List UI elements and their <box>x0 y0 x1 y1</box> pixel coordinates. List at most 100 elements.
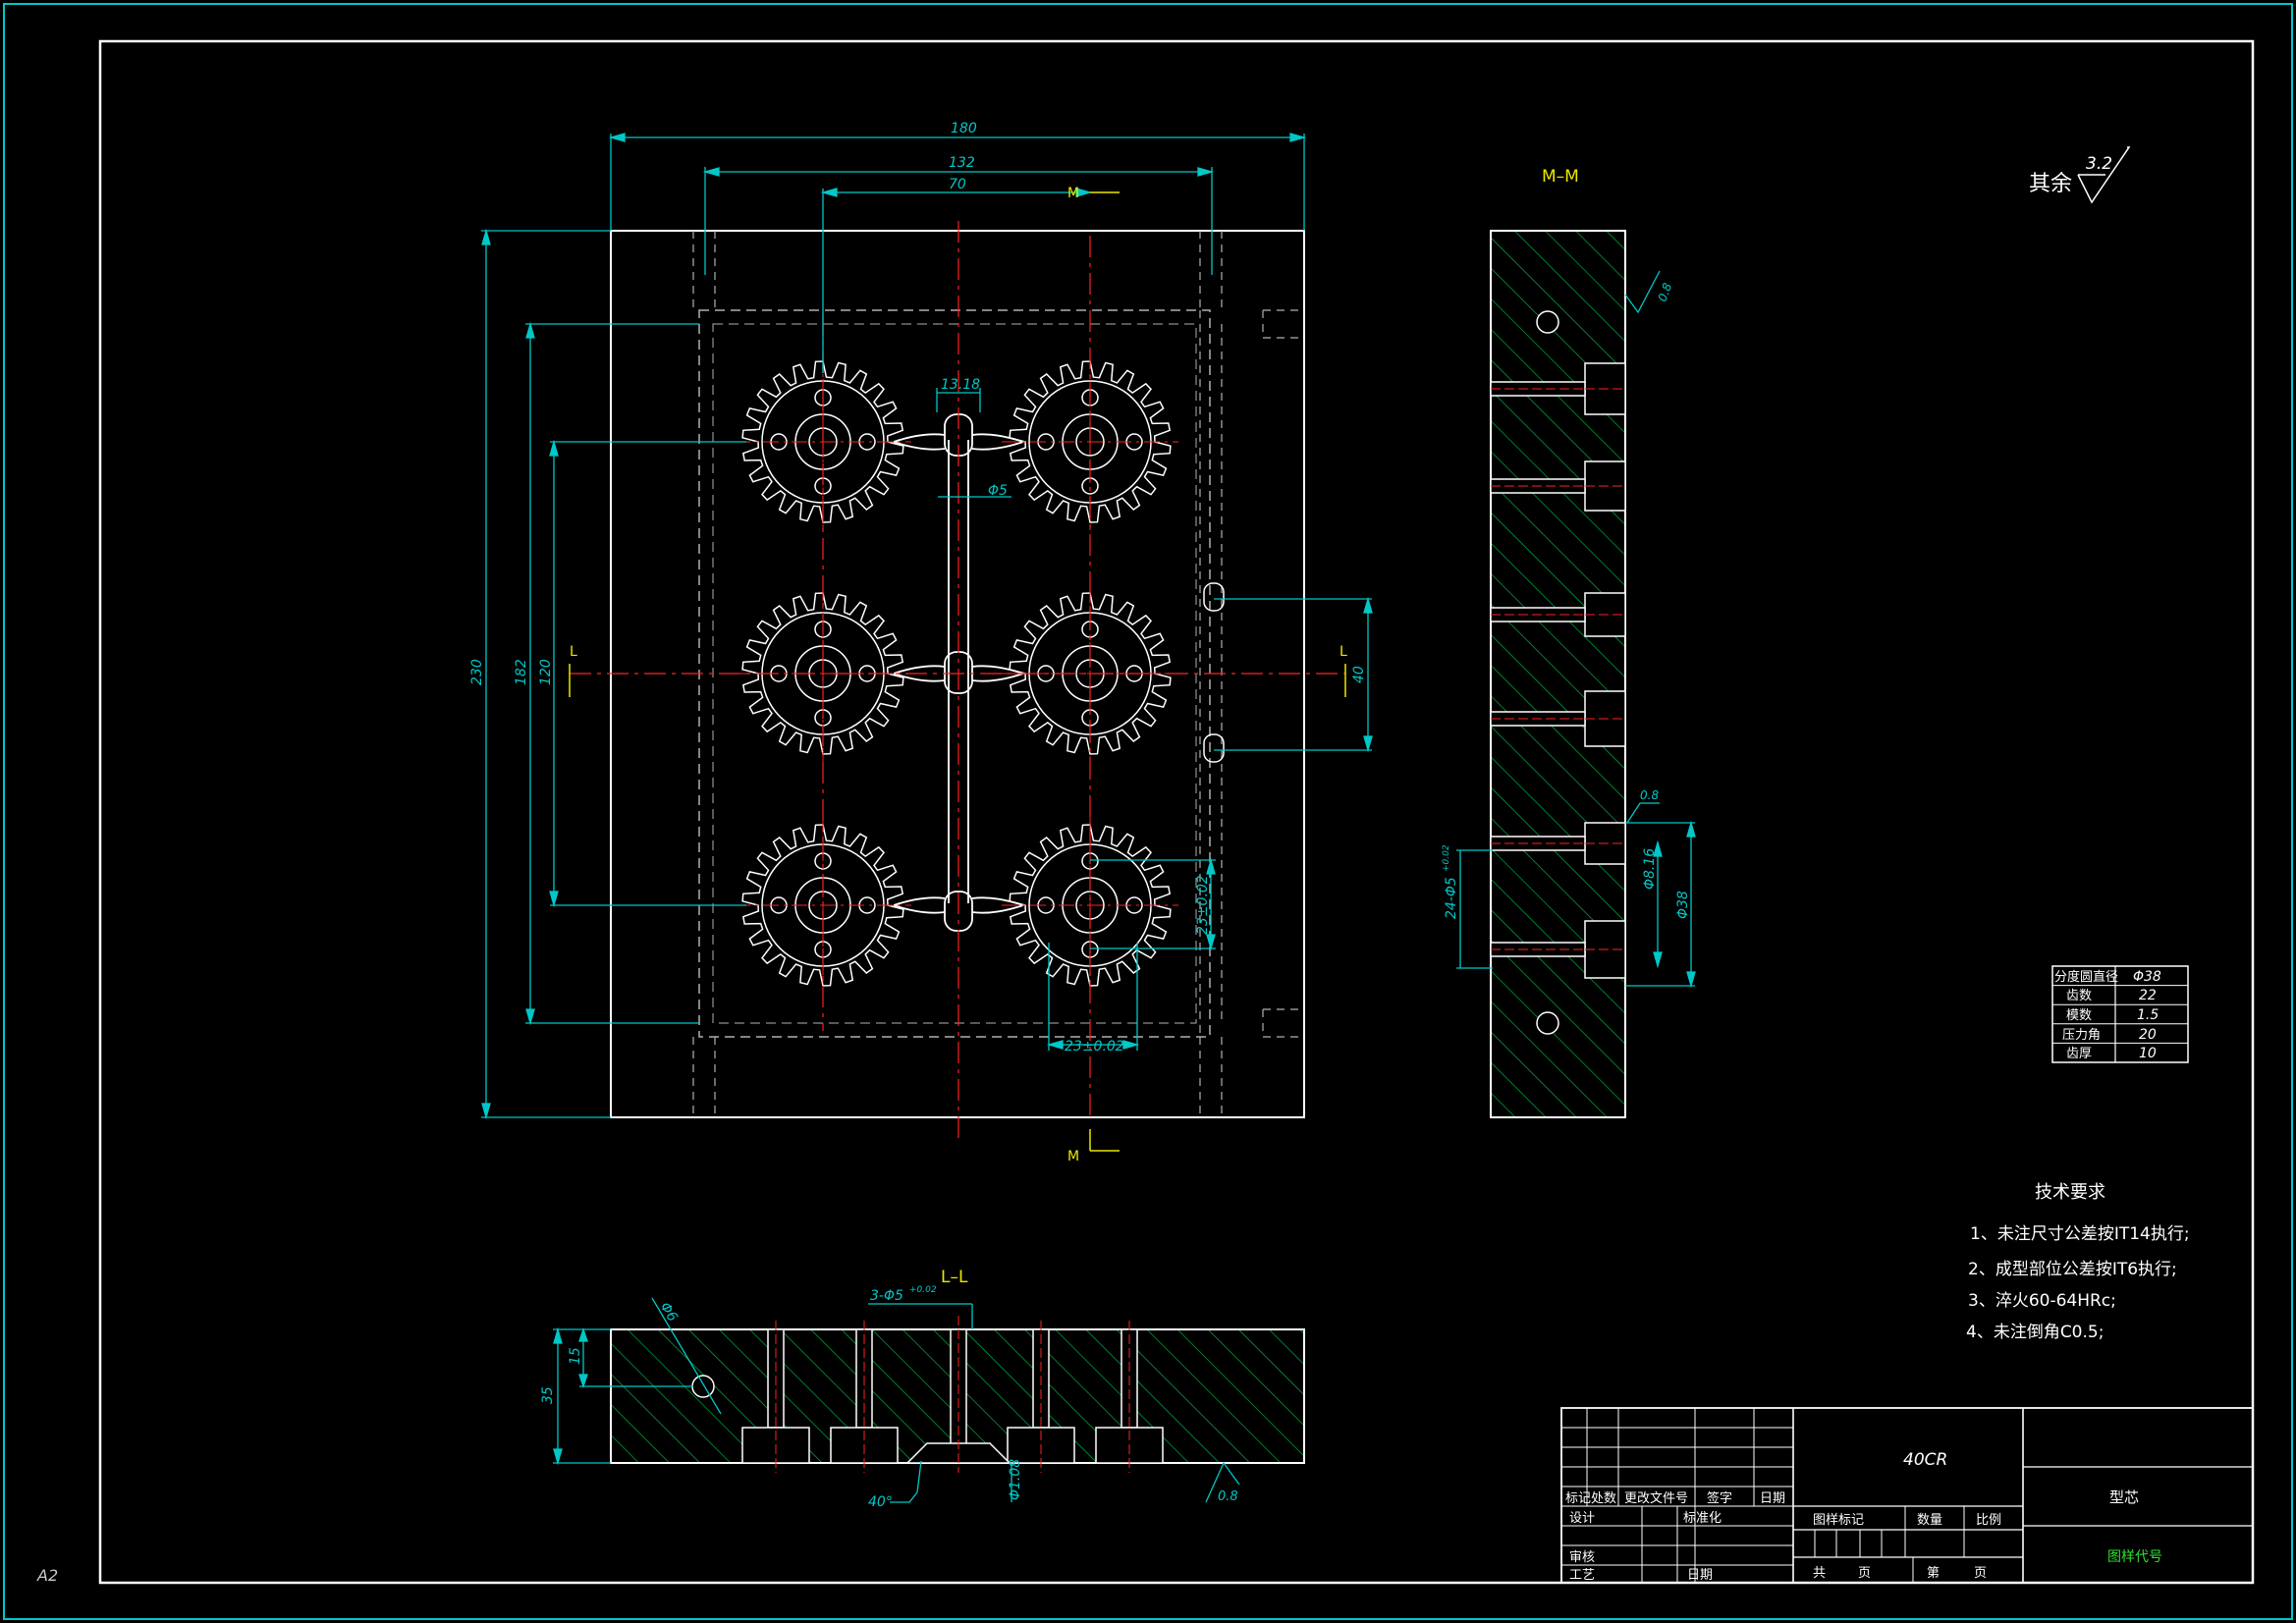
section-ll-title: L–L <box>941 1268 968 1287</box>
ll-slot-3 <box>1007 1321 1075 1473</box>
sheet-frame <box>3 3 2293 1620</box>
section-m-bottom: M <box>1067 1149 1079 1164</box>
sheet-size-label: A2 <box>36 1566 58 1585</box>
main-dimensions <box>481 133 1373 1120</box>
title-block-texts: 标记 处数 更改文件号 签字 日期 设计 标准化 审核 工艺 日期 图样标记 数… <box>1565 1490 2001 1583</box>
tech-req-title: 技术要求 <box>2035 1182 2105 1203</box>
tb-sheet-no: 第 <box>1927 1566 1940 1581</box>
tb-sample-mark: 图样标记 <box>1813 1513 1864 1528</box>
surface-finish-value: 3.2 <box>2086 154 2112 174</box>
dim-width-inner: 70 <box>949 177 966 192</box>
gear-row-label-2: 模数 <box>2066 1008 2092 1023</box>
mm-holes-tol: +0.02 <box>1442 844 1451 872</box>
dim-runner-dia: Φ5 <box>988 483 1008 499</box>
tech-req-item-0: 1、未注尺寸公差按IT14执行; <box>1970 1224 2190 1244</box>
section-marks: M M L L <box>569 186 1347 1164</box>
tb-date2: 日期 <box>1687 1568 1713 1583</box>
dim-width-total: 180 <box>951 121 977 136</box>
ll-dimension-texts: 35 15 Φ6 3-Φ5 +0.02 40° Φ1.08 0.8 <box>540 1285 1238 1510</box>
ll-angle: 40° <box>868 1494 893 1510</box>
ll-cavity-slots <box>741 1316 1164 1473</box>
mm-roughness-top: 0.8 <box>1656 281 1675 303</box>
ll-roughness: 0.8 <box>1218 1489 1238 1504</box>
gear-row-value-3: 20 <box>2139 1027 2157 1043</box>
section-ll-view: L–L 35 15 Φ6 3-Φ5 +0.02 40° Φ1.08 0.8 <box>540 1268 1305 1510</box>
tech-requirements: 技术要求 1、未注尺寸公差按IT14执行; 2、成型部位公差按IT6执行; 3、… <box>1966 1182 2190 1342</box>
gear-row-label-0: 分度圆直径 <box>2054 969 2118 985</box>
tb-process: 工艺 <box>1569 1568 1595 1583</box>
tb-count: 处数 <box>1591 1491 1616 1506</box>
mm-cavity-slots <box>1490 362 1626 979</box>
gear-row-value-1: 22 <box>2139 988 2157 1003</box>
ll-hole-dia: Φ6 <box>657 1300 681 1325</box>
tb-design: 设计 <box>1569 1511 1595 1526</box>
mm-pitch-dia: Φ38 <box>1675 891 1691 919</box>
tb-material: 40CR <box>1903 1450 1947 1470</box>
mm-dimension-texts: 24-Φ5 +0.02 Φ8.16 Φ38 0.8 0.8 <box>1442 281 1691 919</box>
tb-part-name: 型芯 <box>2109 1488 2139 1506</box>
mm-slot-3 <box>1490 592 1626 637</box>
dim-offset-right: 40 <box>1351 666 1367 683</box>
mm-roughness-mid: 0.8 <box>1640 788 1659 802</box>
tb-mark: 标记 <box>1565 1491 1591 1506</box>
ll-dimensions <box>553 1297 1240 1503</box>
ejector-slots <box>1203 582 1225 763</box>
tech-req-item-2: 3、淬火60-64HRc; <box>1968 1291 2116 1311</box>
ll-cooling-hole <box>691 1375 715 1398</box>
tb-page2: 页 <box>1974 1566 1987 1581</box>
main-centerlines <box>570 221 1345 1139</box>
tb-total: 共 <box>1813 1566 1826 1581</box>
tb-drawing-no: 图样代号 <box>2107 1549 2162 1565</box>
tech-req-item-1: 2、成型部位公差按IT6执行; <box>1968 1260 2177 1279</box>
section-l-right: L <box>1339 644 1347 660</box>
section-l-left: L <box>570 644 577 660</box>
main-dimension-texts: 180 132 70 230 182 120 40 13.18 Φ5 23±0.… <box>469 121 1367 1055</box>
section-m-top: M <box>1067 186 1079 201</box>
mm-slot-1 <box>1490 362 1626 415</box>
mm-slot-2 <box>1490 460 1626 512</box>
mm-slot-5 <box>1490 822 1626 865</box>
tb-quantity: 数量 <box>1917 1513 1942 1528</box>
tb-scale: 比例 <box>1976 1513 2001 1528</box>
tb-change-doc: 更改文件号 <box>1624 1491 1688 1506</box>
gear-row-label-3: 压力角 <box>2062 1028 2101 1043</box>
tech-req-item-3: 4、未注倒角C0.5; <box>1966 1323 2104 1342</box>
ll-slot-4 <box>1095 1321 1164 1473</box>
tb-review: 审核 <box>1569 1550 1595 1565</box>
ll-thickness: 35 <box>540 1386 556 1404</box>
dim-height-mid: 182 <box>514 659 529 685</box>
tb-standardize: 标准化 <box>1683 1511 1722 1526</box>
gear-row-value-0: Φ38 <box>2133 969 2161 985</box>
ll-top-holes: 3-Φ5 <box>870 1288 903 1304</box>
tb-date: 日期 <box>1760 1491 1785 1506</box>
ll-gate-dia: Φ1.08 <box>1008 1459 1023 1500</box>
tb-sign: 签字 <box>1707 1490 1732 1506</box>
ll-hole-depth: 15 <box>568 1347 583 1365</box>
ll-slot-2 <box>830 1321 899 1473</box>
surface-finish-note: 其余 3.2 <box>2029 146 2131 204</box>
roughness-symbol-icon <box>2077 146 2131 204</box>
dim-slot-width: 13.18 <box>941 377 980 393</box>
ll-top-holes-tol: +0.02 <box>909 1285 937 1295</box>
mm-pin-holes <box>1536 310 1559 1035</box>
dim-gear-offset-h: 23±0.02 <box>1065 1039 1124 1055</box>
mm-slot-6 <box>1490 920 1626 979</box>
tb-page: 页 <box>1858 1566 1871 1581</box>
gear-row-value-2: 1.5 <box>2137 1007 2159 1023</box>
mm-holes-note: 24-Φ5 <box>1444 877 1459 919</box>
section-mm-title: M–M <box>1542 167 1579 187</box>
gear-row-label-4: 齿厚 <box>2066 1047 2092 1061</box>
mm-small-dia: Φ8.16 <box>1642 848 1658 890</box>
mm-slot-4 <box>1490 690 1626 747</box>
mm-dimensions <box>1456 270 1696 989</box>
title-block <box>1560 1407 2254 1584</box>
dim-height-inner: 120 <box>538 659 554 685</box>
section-mm-view: M–M 24-Φ5 +0.02 Φ8.16 Φ38 0.8 0.8 <box>1442 167 1696 1118</box>
dim-height-total: 230 <box>469 659 485 685</box>
gear-parameter-table: 分度圆直径 齿数 模数 压力角 齿厚 Φ38 22 1.5 20 10 <box>2051 965 2189 1063</box>
main-view: 180 132 70 230 182 120 40 13.18 Φ5 23±0.… <box>469 121 1373 1164</box>
ll-gate <box>905 1316 1011 1473</box>
surface-finish-prefix: 其余 <box>2029 172 2072 196</box>
gear-row-label-1: 齿数 <box>2066 989 2092 1003</box>
